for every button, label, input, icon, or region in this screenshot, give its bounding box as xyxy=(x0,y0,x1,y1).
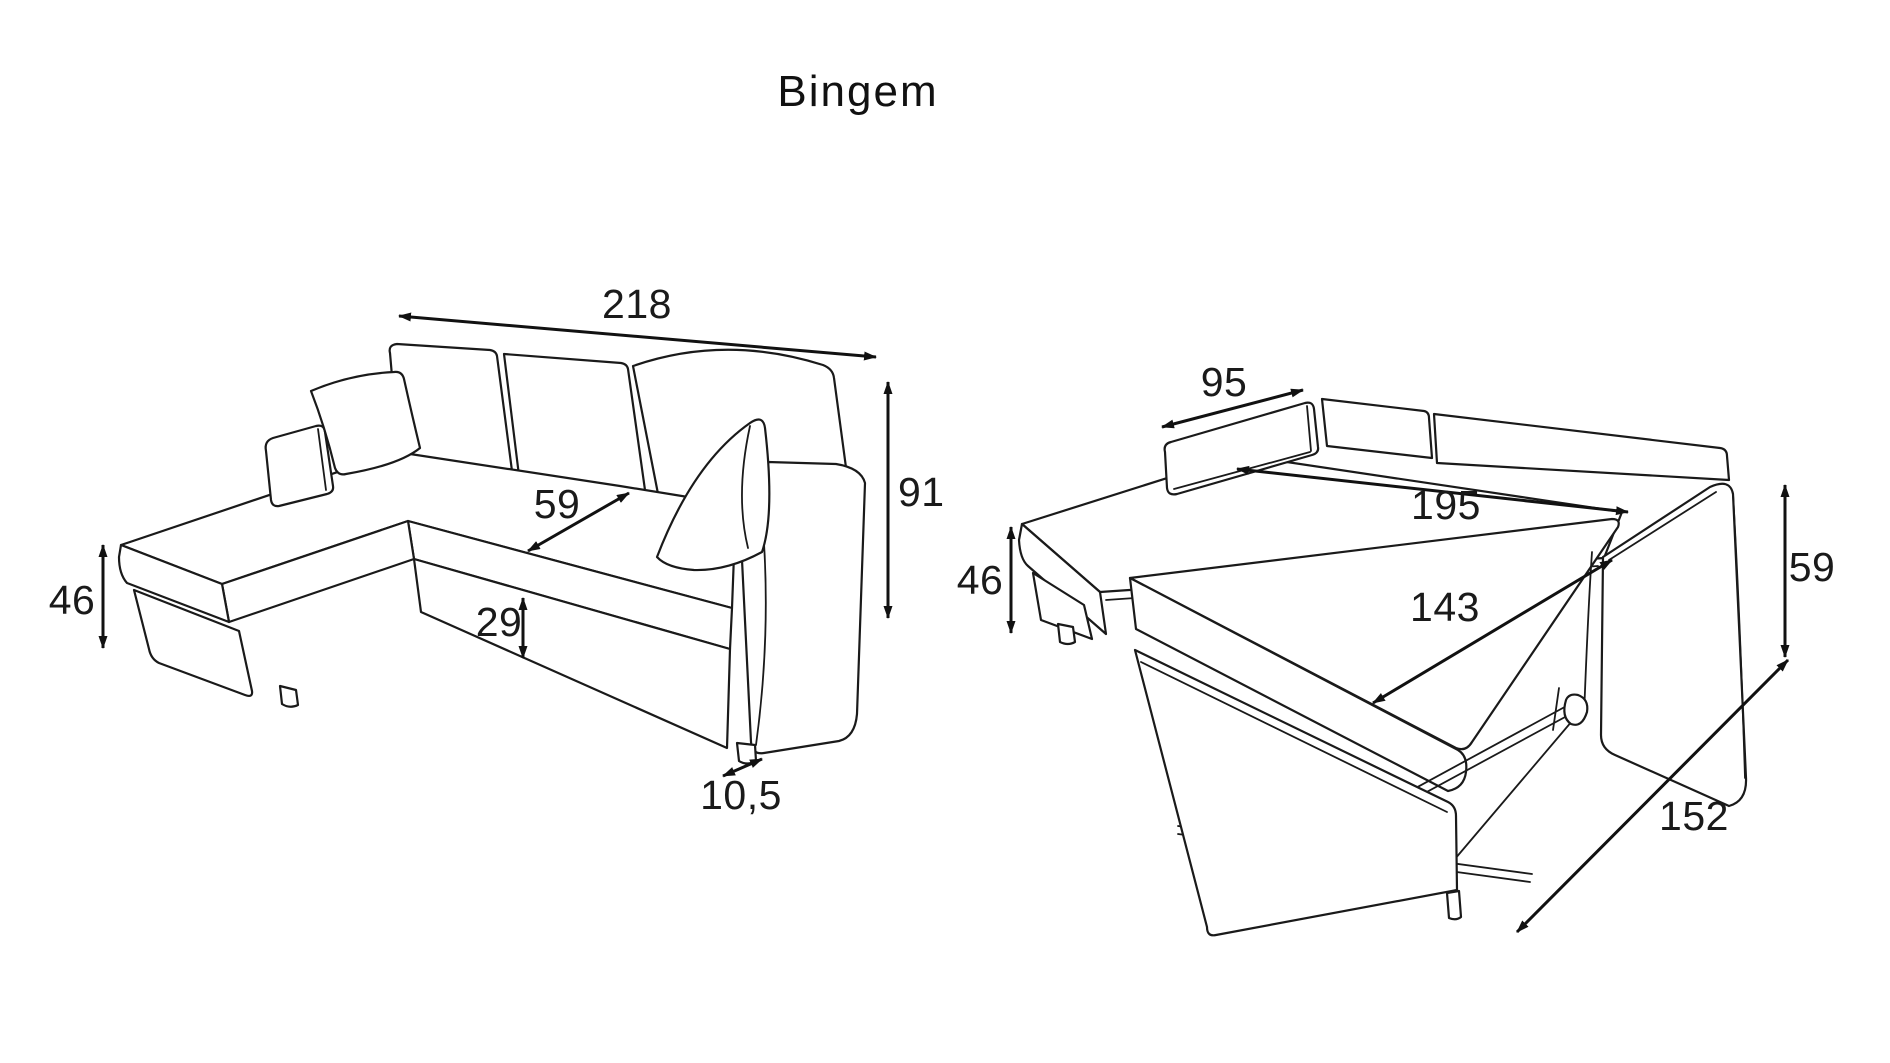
dimension-arrow-59-sofa xyxy=(527,491,630,553)
mechanism-bracket xyxy=(1552,687,1560,731)
bed-back-panel-left xyxy=(1320,397,1434,460)
dimension-bed-width: 143 xyxy=(1372,558,1613,705)
sofa-chaise-base xyxy=(132,588,254,697)
sofa-chaise-front-band xyxy=(117,543,231,624)
bed-view-drawing: 95 195 143 46 59 152 xyxy=(957,359,1836,937)
bed-front-panel-foot xyxy=(1445,889,1463,921)
dimension-label-29: 29 xyxy=(476,599,523,645)
sofa-chaise-armrest xyxy=(264,424,335,508)
dimension-label-91: 91 xyxy=(898,469,945,515)
sofa-armrest-foot xyxy=(735,741,758,765)
dimension-total-depth: 152 xyxy=(1515,658,1790,934)
dimension-seat-height-sofa: 46 xyxy=(49,544,108,649)
dimension-label-95: 95 xyxy=(1201,359,1248,405)
mechanism-roller xyxy=(1563,693,1589,726)
dimension-label-10-5: 10,5 xyxy=(700,772,782,818)
sofa-front-base-panel xyxy=(412,557,732,750)
dimension-total-width: 218 xyxy=(398,281,877,361)
dimension-bed-length: 195 xyxy=(1236,465,1629,528)
dimension-armrest-height: 59 xyxy=(1780,484,1836,658)
dimension-back-height: 91 xyxy=(883,381,945,619)
dimension-seat-depth: 59 xyxy=(527,481,630,553)
dimension-arrow-218 xyxy=(398,312,877,361)
dimension-label-59-sofa: 59 xyxy=(534,481,581,527)
dimension-arrow-152 xyxy=(1515,658,1790,934)
sofa-chaise-foot xyxy=(278,684,300,708)
dimension-front-base-height: 29 xyxy=(476,597,528,659)
dimension-arrow-10-5 xyxy=(722,757,763,778)
dimension-label-143: 143 xyxy=(1410,584,1480,630)
bed-chaise-foot xyxy=(1056,622,1077,646)
sofa-back-cushion-middle xyxy=(502,352,647,502)
bed-front-panel-edge xyxy=(1140,661,1448,813)
dimension-arrow-143 xyxy=(1372,558,1613,705)
dimension-leg-height: 10,5 xyxy=(700,757,782,818)
dimension-arrow-195 xyxy=(1236,465,1629,516)
dimension-label-218: 218 xyxy=(602,281,672,327)
bed-right-armrest-top-edge xyxy=(1608,491,1717,561)
bed-chaise-base xyxy=(1031,571,1094,641)
throw-pillow xyxy=(309,370,422,476)
bed-mattress-front-band xyxy=(1128,576,1468,793)
dimension-label-152: 152 xyxy=(1659,793,1729,839)
dimension-label-195: 195 xyxy=(1411,482,1481,528)
bed-left-armrest-edge-a xyxy=(1306,405,1312,452)
sofa-chaise-armrest-edge xyxy=(317,428,327,491)
bed-back-panel-right xyxy=(1432,412,1731,482)
dimension-arrow-95 xyxy=(1161,388,1304,429)
page-title: Bingem xyxy=(777,67,938,116)
bolster-pillow-crease xyxy=(741,425,751,549)
sofa-view-drawing: 218 91 46 59 29 10,5 xyxy=(49,281,945,818)
dimension-label-46-bed: 46 xyxy=(957,557,1004,603)
dimension-seat-height-bed: 46 xyxy=(957,526,1016,634)
bed-right-armrest xyxy=(1599,482,1748,808)
dimension-label-46-sofa: 46 xyxy=(49,577,96,623)
bolster-pillow xyxy=(655,418,771,572)
dimension-armrest-length: 95 xyxy=(1161,359,1304,429)
dimension-label-59-bed: 59 xyxy=(1789,544,1836,590)
bed-front-support-panel xyxy=(1133,648,1459,937)
